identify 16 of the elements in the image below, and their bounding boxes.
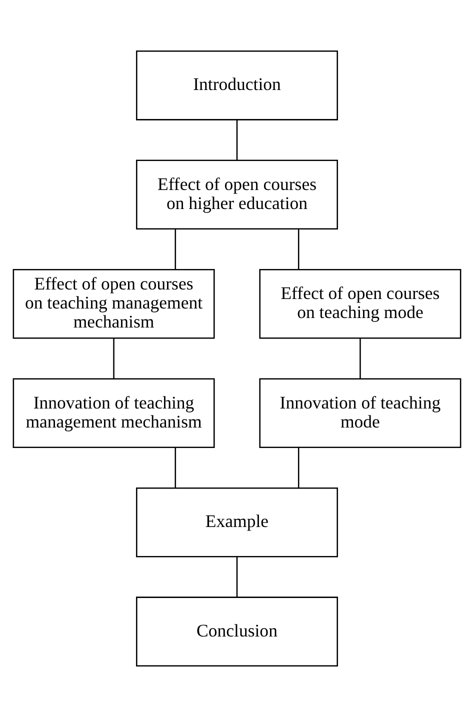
node-box: Effect of open courses on teaching management mechanism [12, 268, 215, 338]
connector [174, 228, 176, 270]
node-box: Introduction [136, 50, 338, 120]
connector [236, 556, 238, 597]
node-box: Innovation of teaching mode [259, 378, 462, 448]
connector [360, 338, 361, 378]
connector [298, 228, 300, 270]
node-box: Innovation of teaching management mechanism [12, 378, 215, 448]
node-box: Effect of open courses on teaching mode [259, 268, 462, 338]
connector [113, 338, 114, 378]
node-box: Example [136, 486, 338, 557]
node-box: Conclusion [136, 596, 338, 666]
connector [236, 119, 238, 160]
connector [174, 447, 176, 488]
connector [298, 447, 300, 488]
node-box: Effect of open courses on higher education [136, 159, 338, 230]
